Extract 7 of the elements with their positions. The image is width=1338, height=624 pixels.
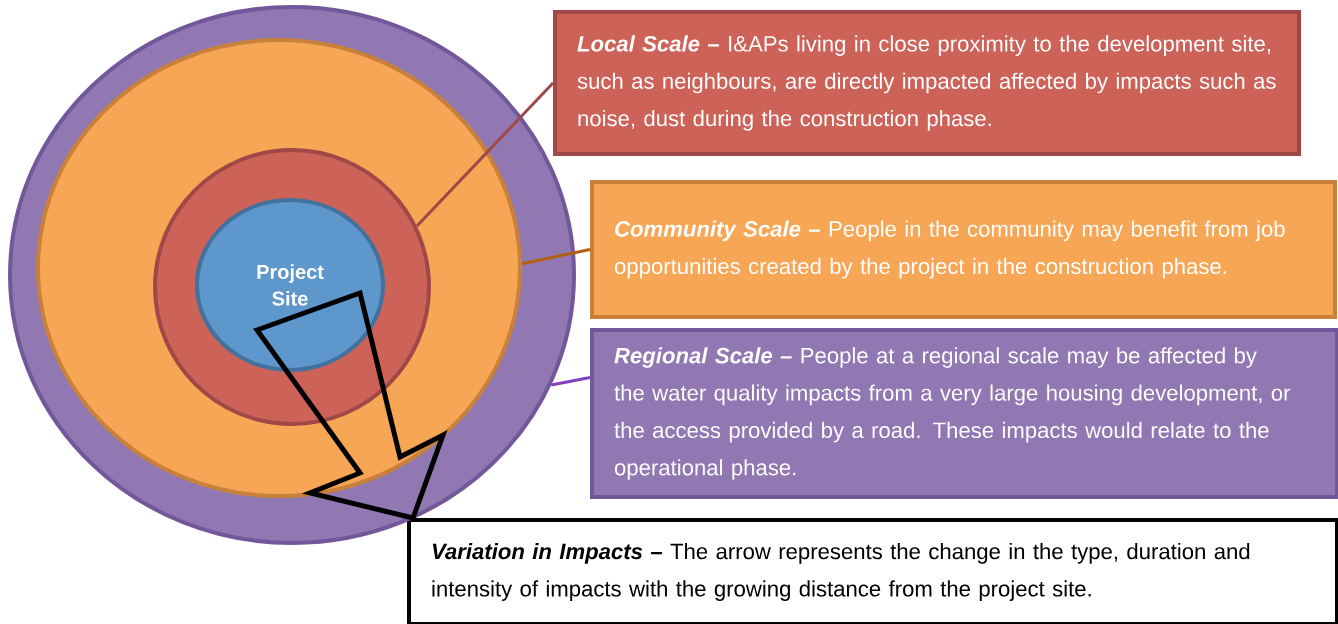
leader-line bbox=[521, 248, 591, 266]
text-box: Community Scale – People in the community may benefit from job opportunities created by the project in the construction phase. bbox=[590, 180, 1337, 319]
leader-line bbox=[551, 376, 591, 387]
text-box: Regional Scale – People at a regional scale may be affected by the water quality impacts from a very large housing development, or the access provided by a road. These impacts would relate to the operational phase. bbox=[590, 328, 1338, 499]
leader-line bbox=[415, 81, 555, 228]
text-box: Local Scale – I&APs living in close proximity to the development site, such as neighbours, are directly impacted affected by impacts such as noise, dust during the construction phase. bbox=[553, 10, 1301, 156]
text-box: Variation in Impacts – The arrow represents the change in the type, duration and intensity of impacts with the growing distance from the project site. bbox=[407, 518, 1338, 624]
